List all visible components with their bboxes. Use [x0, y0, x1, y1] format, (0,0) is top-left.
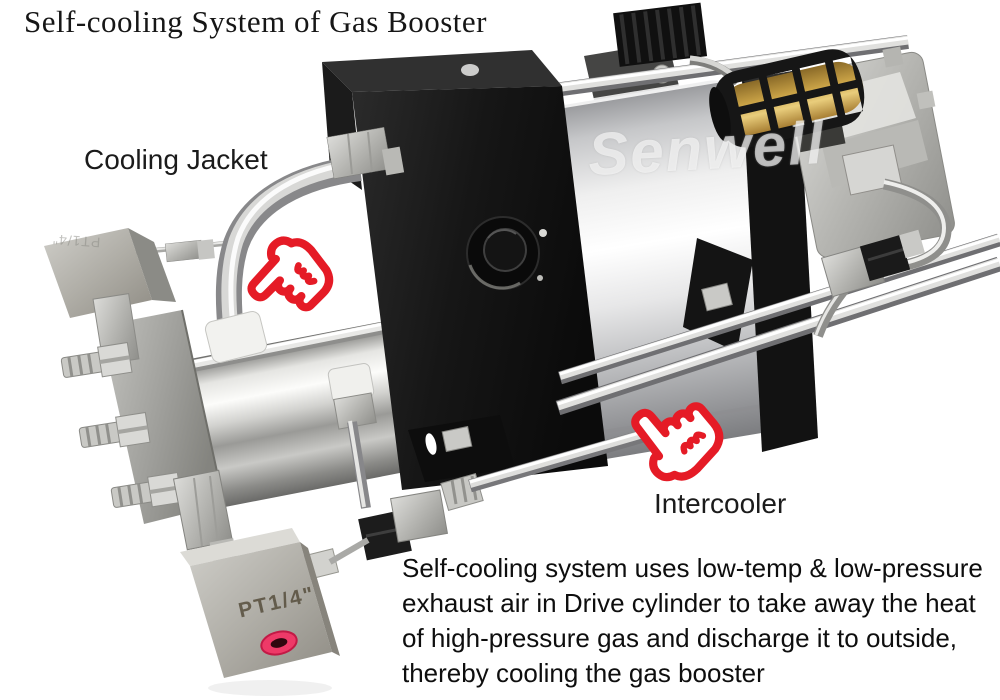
- drive-knob: [466, 216, 547, 290]
- intercooler-pointer-icon: [631, 402, 724, 482]
- page-title: Self-cooling System of Gas Booster: [24, 4, 488, 39]
- description-line: exhaust air in Drive cylinder to take aw…: [402, 588, 976, 618]
- description-line: Self-cooling system uses low-temp & low-…: [402, 553, 983, 583]
- pt-port-block: [180, 528, 340, 696]
- intercooler-label: Intercooler: [654, 488, 787, 519]
- block-foot: [408, 415, 515, 482]
- bottom-plumbing: [302, 363, 677, 580]
- port-marking-faint: PT1/4": [51, 231, 101, 251]
- center-manifold-block: [322, 50, 608, 490]
- oring-port: [260, 630, 298, 656]
- intercooler-pipe: [813, 178, 952, 338]
- cooling-jacket-pipe: [204, 126, 405, 363]
- exhaust-muffler: [709, 49, 865, 148]
- exhaust-heatsink: [613, 2, 708, 67]
- cooling-jacket-pointer-icon: [247, 236, 334, 312]
- description-line: of high-pressure gas and discharge it to…: [402, 623, 958, 653]
- cooling-jacket-label: Cooling Jacket: [84, 144, 268, 175]
- description-line: thereby cooling the gas booster: [402, 658, 765, 688]
- brand-watermark: Senwell: [586, 108, 828, 189]
- description-text: Self-cooling system uses low-temp & low-…: [402, 551, 983, 691]
